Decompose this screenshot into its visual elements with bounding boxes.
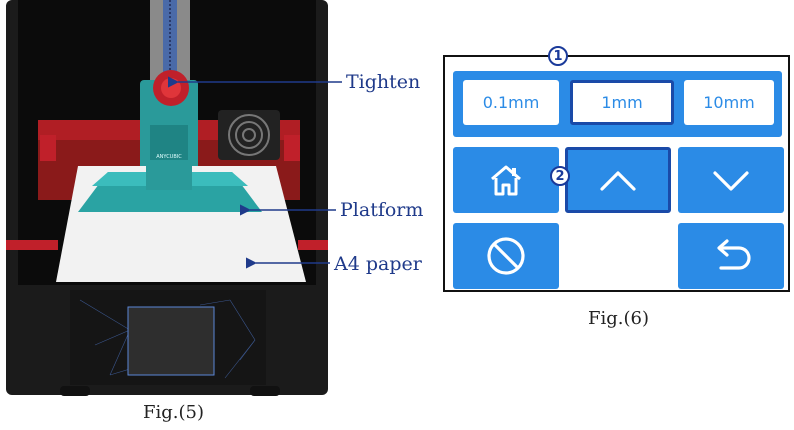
callout-platform: Platform [340, 199, 424, 221]
step-10mm-button[interactable]: 10mm [684, 80, 774, 125]
home-button[interactable] [453, 147, 559, 213]
step-1mm-button[interactable]: 1mm [570, 80, 674, 125]
caption-fig5: Fig.(5) [143, 402, 204, 423]
home-icon [491, 165, 521, 196]
step-size-bar: 0.1mm 1mm 10mm [453, 71, 782, 137]
return-icon [717, 239, 751, 270]
z-up-button[interactable] [565, 147, 671, 213]
chevron-down-icon [713, 171, 749, 191]
stop-icon [487, 237, 525, 275]
stop-button[interactable] [453, 223, 559, 289]
printer-illustration: ANYCUBIC [6, 0, 328, 396]
marker-2: 2 [550, 166, 570, 186]
chevron-up-icon [600, 171, 636, 191]
z-down-button[interactable] [678, 147, 784, 213]
callout-tighten: Tighten [346, 71, 421, 93]
touch-screen [127, 306, 215, 376]
touch-panel: 0.1mm 1mm 10mm [443, 55, 790, 292]
marker-1: 1 [548, 46, 568, 66]
caption-fig6: Fig.(6) [588, 308, 649, 329]
callout-a4-paper: A4 paper [334, 253, 422, 275]
brand-label: ANYCUBIC [156, 154, 182, 160]
step-0-1mm-button[interactable]: 0.1mm [463, 80, 559, 125]
back-button[interactable] [678, 223, 784, 289]
